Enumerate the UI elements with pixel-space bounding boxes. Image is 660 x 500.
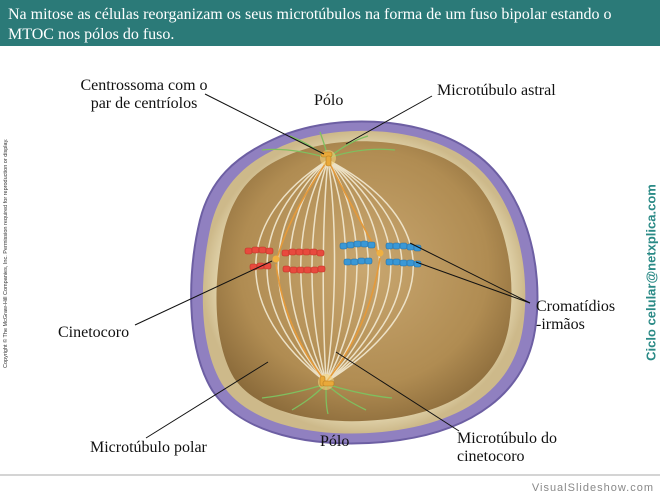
blue-kinetochore: [376, 249, 384, 257]
label-sister-chromatids-line1: Cromatídios: [536, 298, 616, 315]
label-sister-chromatids: Cromatídios -irmãos: [536, 298, 615, 334]
label-centrosome-line1: Centrossoma com o: [80, 77, 208, 94]
bottom-centrosome: [318, 374, 335, 390]
label-astral-microtubule: Microtúbulo astral: [437, 82, 556, 99]
footer-brand: VisualSlideshow.com: [531, 482, 654, 494]
label-centrosome: Centrossoma com o par de centríolos: [64, 77, 224, 113]
label-pole-top: Pólo: [314, 92, 344, 109]
blue-chromatid-pair: [339, 240, 422, 268]
footer-divider: [0, 474, 660, 476]
copyright-notice: Copyright © The McGraw-Hill Companies, I…: [3, 138, 9, 368]
side-credit: Ciclo celular@netxplica.com: [643, 184, 659, 361]
label-kinetochore-microtubule-line2: cinetocoro: [457, 448, 525, 465]
top-centrosome: [320, 150, 336, 167]
leader-lines: [134, 93, 531, 439]
kinetochore-fibers: [275, 159, 381, 383]
red-kinetochore: [272, 255, 280, 263]
label-pole-bottom: Pólo: [320, 433, 350, 450]
label-polar-microtubule: Microtúbulo polar: [90, 439, 207, 456]
label-kinetochore-microtubule-line1: Microtúbulo do: [457, 430, 557, 447]
label-kinetochore-microtubule: Microtúbulo do cinetocoro: [457, 430, 557, 466]
label-sister-chromatids-line2: -irmãos: [536, 316, 585, 333]
slide-header: Na mitose as células reorganizam os seus…: [0, 0, 660, 46]
label-centrosome-line2: par de centríolos: [90, 95, 198, 112]
label-kinetochore: Cinetocoro: [58, 324, 130, 341]
